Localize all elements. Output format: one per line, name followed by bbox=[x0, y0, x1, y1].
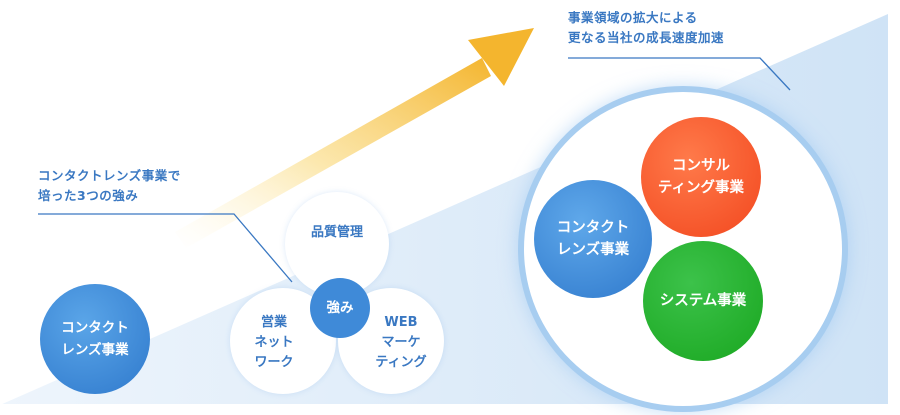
left-caption-line1: コンタクトレンズ事業で bbox=[38, 168, 181, 183]
sales-network-line2: ネット bbox=[254, 335, 294, 350]
strength-core-circle: 強み bbox=[310, 278, 370, 338]
contact-lens-base-circle: コンタクト レンズ事業 bbox=[40, 284, 150, 394]
contact-business-line1: コンタクト bbox=[556, 220, 630, 236]
arrow-up-right-icon bbox=[175, 28, 534, 248]
web-marketing-circle: WEB マーケ ティング bbox=[338, 288, 444, 394]
web-marketing-line3: ティング bbox=[375, 355, 427, 370]
quality-control-circle: 品質管理 bbox=[285, 192, 389, 296]
quality-control-label: 品質管理 bbox=[310, 225, 363, 240]
web-marketing-line1: WEB bbox=[384, 315, 418, 330]
consulting-business-line2: ティング事業 bbox=[657, 180, 745, 196]
left-caption: コンタクトレンズ事業で 培った3つの強み bbox=[38, 166, 181, 206]
right-caption: 事業領域の拡大による 更なる当社の成長速度加速 bbox=[568, 8, 724, 48]
sales-network-line3: ワーク bbox=[254, 355, 294, 370]
right-caption-line1: 事業領域の拡大による bbox=[568, 10, 698, 25]
contact-lens-business-circle: コンタクト レンズ事業 bbox=[534, 180, 652, 298]
contact-business-line2: レンズ事業 bbox=[556, 242, 630, 258]
sales-network-line1: 営業 bbox=[260, 315, 287, 330]
web-marketing-line2: マーケ bbox=[381, 335, 421, 350]
right-caption-line2: 更なる当社の成長速度加速 bbox=[568, 30, 725, 45]
consulting-business-circle: コンサル ティング事業 bbox=[641, 117, 761, 237]
left-caption-line2: 培った3つの強み bbox=[38, 188, 139, 203]
consulting-business-line1: コンサル bbox=[671, 158, 730, 174]
system-business-circle: システム事業 bbox=[643, 241, 763, 361]
base-circle-line1: コンタクト bbox=[61, 320, 129, 336]
strength-core-label: 強み bbox=[326, 300, 354, 316]
system-business-label: システム事業 bbox=[659, 293, 747, 309]
base-circle-line2: レンズ事業 bbox=[61, 342, 129, 358]
